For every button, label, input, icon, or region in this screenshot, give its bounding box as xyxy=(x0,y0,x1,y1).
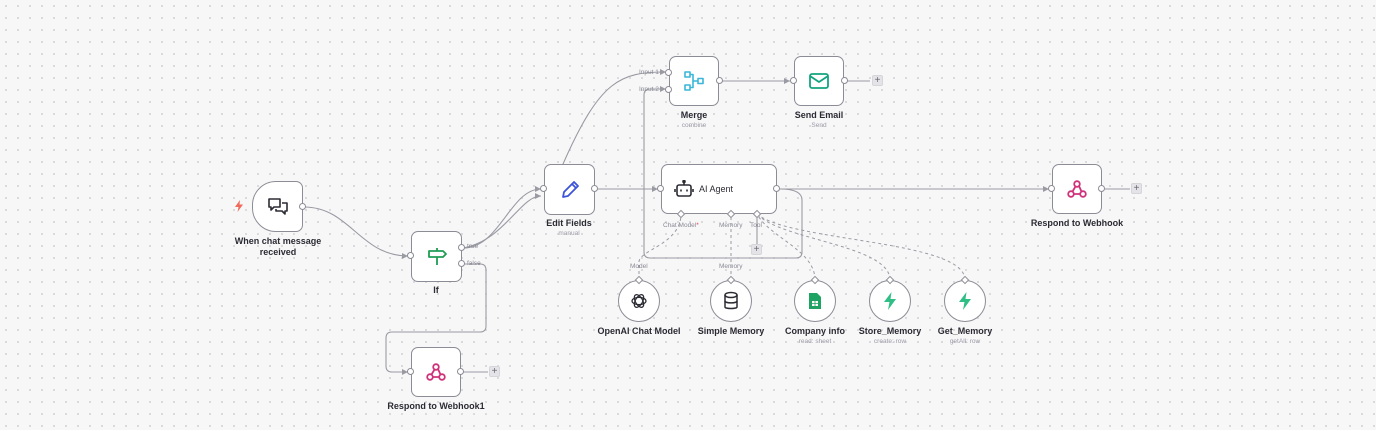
input-port[interactable] xyxy=(540,185,547,192)
if-title: If xyxy=(433,285,439,295)
robot-icon xyxy=(674,180,694,198)
ai-agent-title: AI Agent xyxy=(699,184,734,194)
edit-fields-title: Edit Fields xyxy=(546,218,592,228)
bolt-icon xyxy=(883,292,897,310)
company-info-subtitle: read: sheet xyxy=(798,338,832,345)
input-port[interactable] xyxy=(790,77,797,84)
model-edge-label: Model xyxy=(630,263,648,270)
add-node-button[interactable]: + xyxy=(1131,183,1142,194)
company-info-title: Company info xyxy=(785,326,845,336)
output-port[interactable] xyxy=(1098,185,1105,192)
get-memory-title: Get_Memory xyxy=(937,326,993,336)
output-port[interactable] xyxy=(299,203,306,210)
node-edit-fields[interactable] xyxy=(544,164,595,215)
store-memory-title: Store_Memory xyxy=(858,326,922,336)
edge-company-info-to-agent xyxy=(756,213,816,281)
merge-input2-port[interactable] xyxy=(665,86,672,93)
if-true-port[interactable] xyxy=(458,244,465,251)
edge-ai-agent-to-merge-input2 xyxy=(643,88,803,259)
input-port[interactable] xyxy=(657,185,664,192)
respond-webhook-title: Respond to Webhook xyxy=(1030,218,1124,228)
edge-if-true-to-edit-fields xyxy=(462,188,542,249)
output-port[interactable] xyxy=(591,185,598,192)
add-tool-button[interactable]: + xyxy=(751,244,762,255)
edge-edit-fields-to-merge-input1 xyxy=(562,71,667,165)
node-store-memory[interactable] xyxy=(869,280,911,322)
output-port[interactable] xyxy=(716,77,723,84)
node-send-email[interactable] xyxy=(794,56,844,106)
signpost-icon xyxy=(426,247,448,267)
memory-edge-label: Memory xyxy=(719,263,743,270)
edge-trigger-to-if xyxy=(303,206,409,257)
webhook-icon xyxy=(425,362,447,382)
output-port[interactable] xyxy=(773,185,780,192)
node-chat-trigger[interactable] xyxy=(252,181,303,232)
node-if[interactable] xyxy=(411,231,462,282)
if-true-label: true xyxy=(467,243,479,250)
bolt-icon xyxy=(958,292,972,310)
chat-model-port-label: Chat Model* xyxy=(663,222,699,229)
memory-port-label: Memory xyxy=(719,222,743,229)
send-email-subtitle: Send xyxy=(811,122,827,129)
merge-input1-port[interactable] xyxy=(665,69,672,76)
google-sheets-icon xyxy=(808,292,822,310)
merge-title: Merge xyxy=(680,110,708,120)
if-false-port[interactable] xyxy=(458,260,465,267)
node-company-info[interactable] xyxy=(794,280,836,322)
pencil-icon xyxy=(559,179,581,201)
get-memory-subtitle: getAll: row xyxy=(949,338,981,345)
node-simple-memory[interactable] xyxy=(710,280,752,322)
webhook-icon xyxy=(1066,179,1088,199)
output-port[interactable] xyxy=(841,77,848,84)
store-memory-subtitle: create: row xyxy=(873,338,907,345)
edge-if-true-to-edit-fields-2 xyxy=(462,195,542,249)
node-respond-webhook[interactable] xyxy=(1052,164,1102,214)
input-port[interactable] xyxy=(407,368,414,375)
node-respond-webhook1[interactable] xyxy=(411,347,461,397)
send-email-title: Send Email xyxy=(794,110,844,120)
simple-memory-title: Simple Memory xyxy=(697,326,765,336)
add-node-button[interactable]: + xyxy=(872,75,883,86)
merge-icon xyxy=(683,70,705,92)
output-port[interactable] xyxy=(457,368,464,375)
edge-if-false-to-respond-webhook1 xyxy=(385,263,487,373)
node-get-memory[interactable] xyxy=(944,280,986,322)
input-port[interactable] xyxy=(1048,185,1055,192)
if-false-label: false xyxy=(467,260,481,267)
trigger-bolt-icon xyxy=(234,199,244,217)
chat-trigger-title: When chat message received xyxy=(234,236,322,257)
respond-webhook1-title: Respond to Webhook1 xyxy=(387,401,485,411)
envelope-icon xyxy=(808,72,830,90)
tool-port-label: Tool xyxy=(750,222,762,229)
merge-input1-label: Input 1 xyxy=(639,69,659,76)
merge-subtitle: combine xyxy=(681,122,707,129)
edge-store-memory-to-agent xyxy=(756,213,891,281)
edge-get-memory-to-agent xyxy=(756,213,966,281)
node-merge[interactable] xyxy=(669,56,719,106)
openai-icon xyxy=(629,291,649,311)
chat-bubbles-icon xyxy=(267,197,289,217)
merge-input2-label: Input 2 xyxy=(639,86,659,93)
add-node-button[interactable]: + xyxy=(489,366,500,377)
input-port[interactable] xyxy=(407,252,414,259)
edit-fields-subtitle: manual xyxy=(558,230,580,237)
node-openai-chat-model[interactable] xyxy=(618,280,660,322)
database-icon xyxy=(722,291,740,311)
openai-chat-model-title: OpenAI Chat Model xyxy=(597,326,681,336)
edge-openai-to-agent xyxy=(638,213,682,280)
